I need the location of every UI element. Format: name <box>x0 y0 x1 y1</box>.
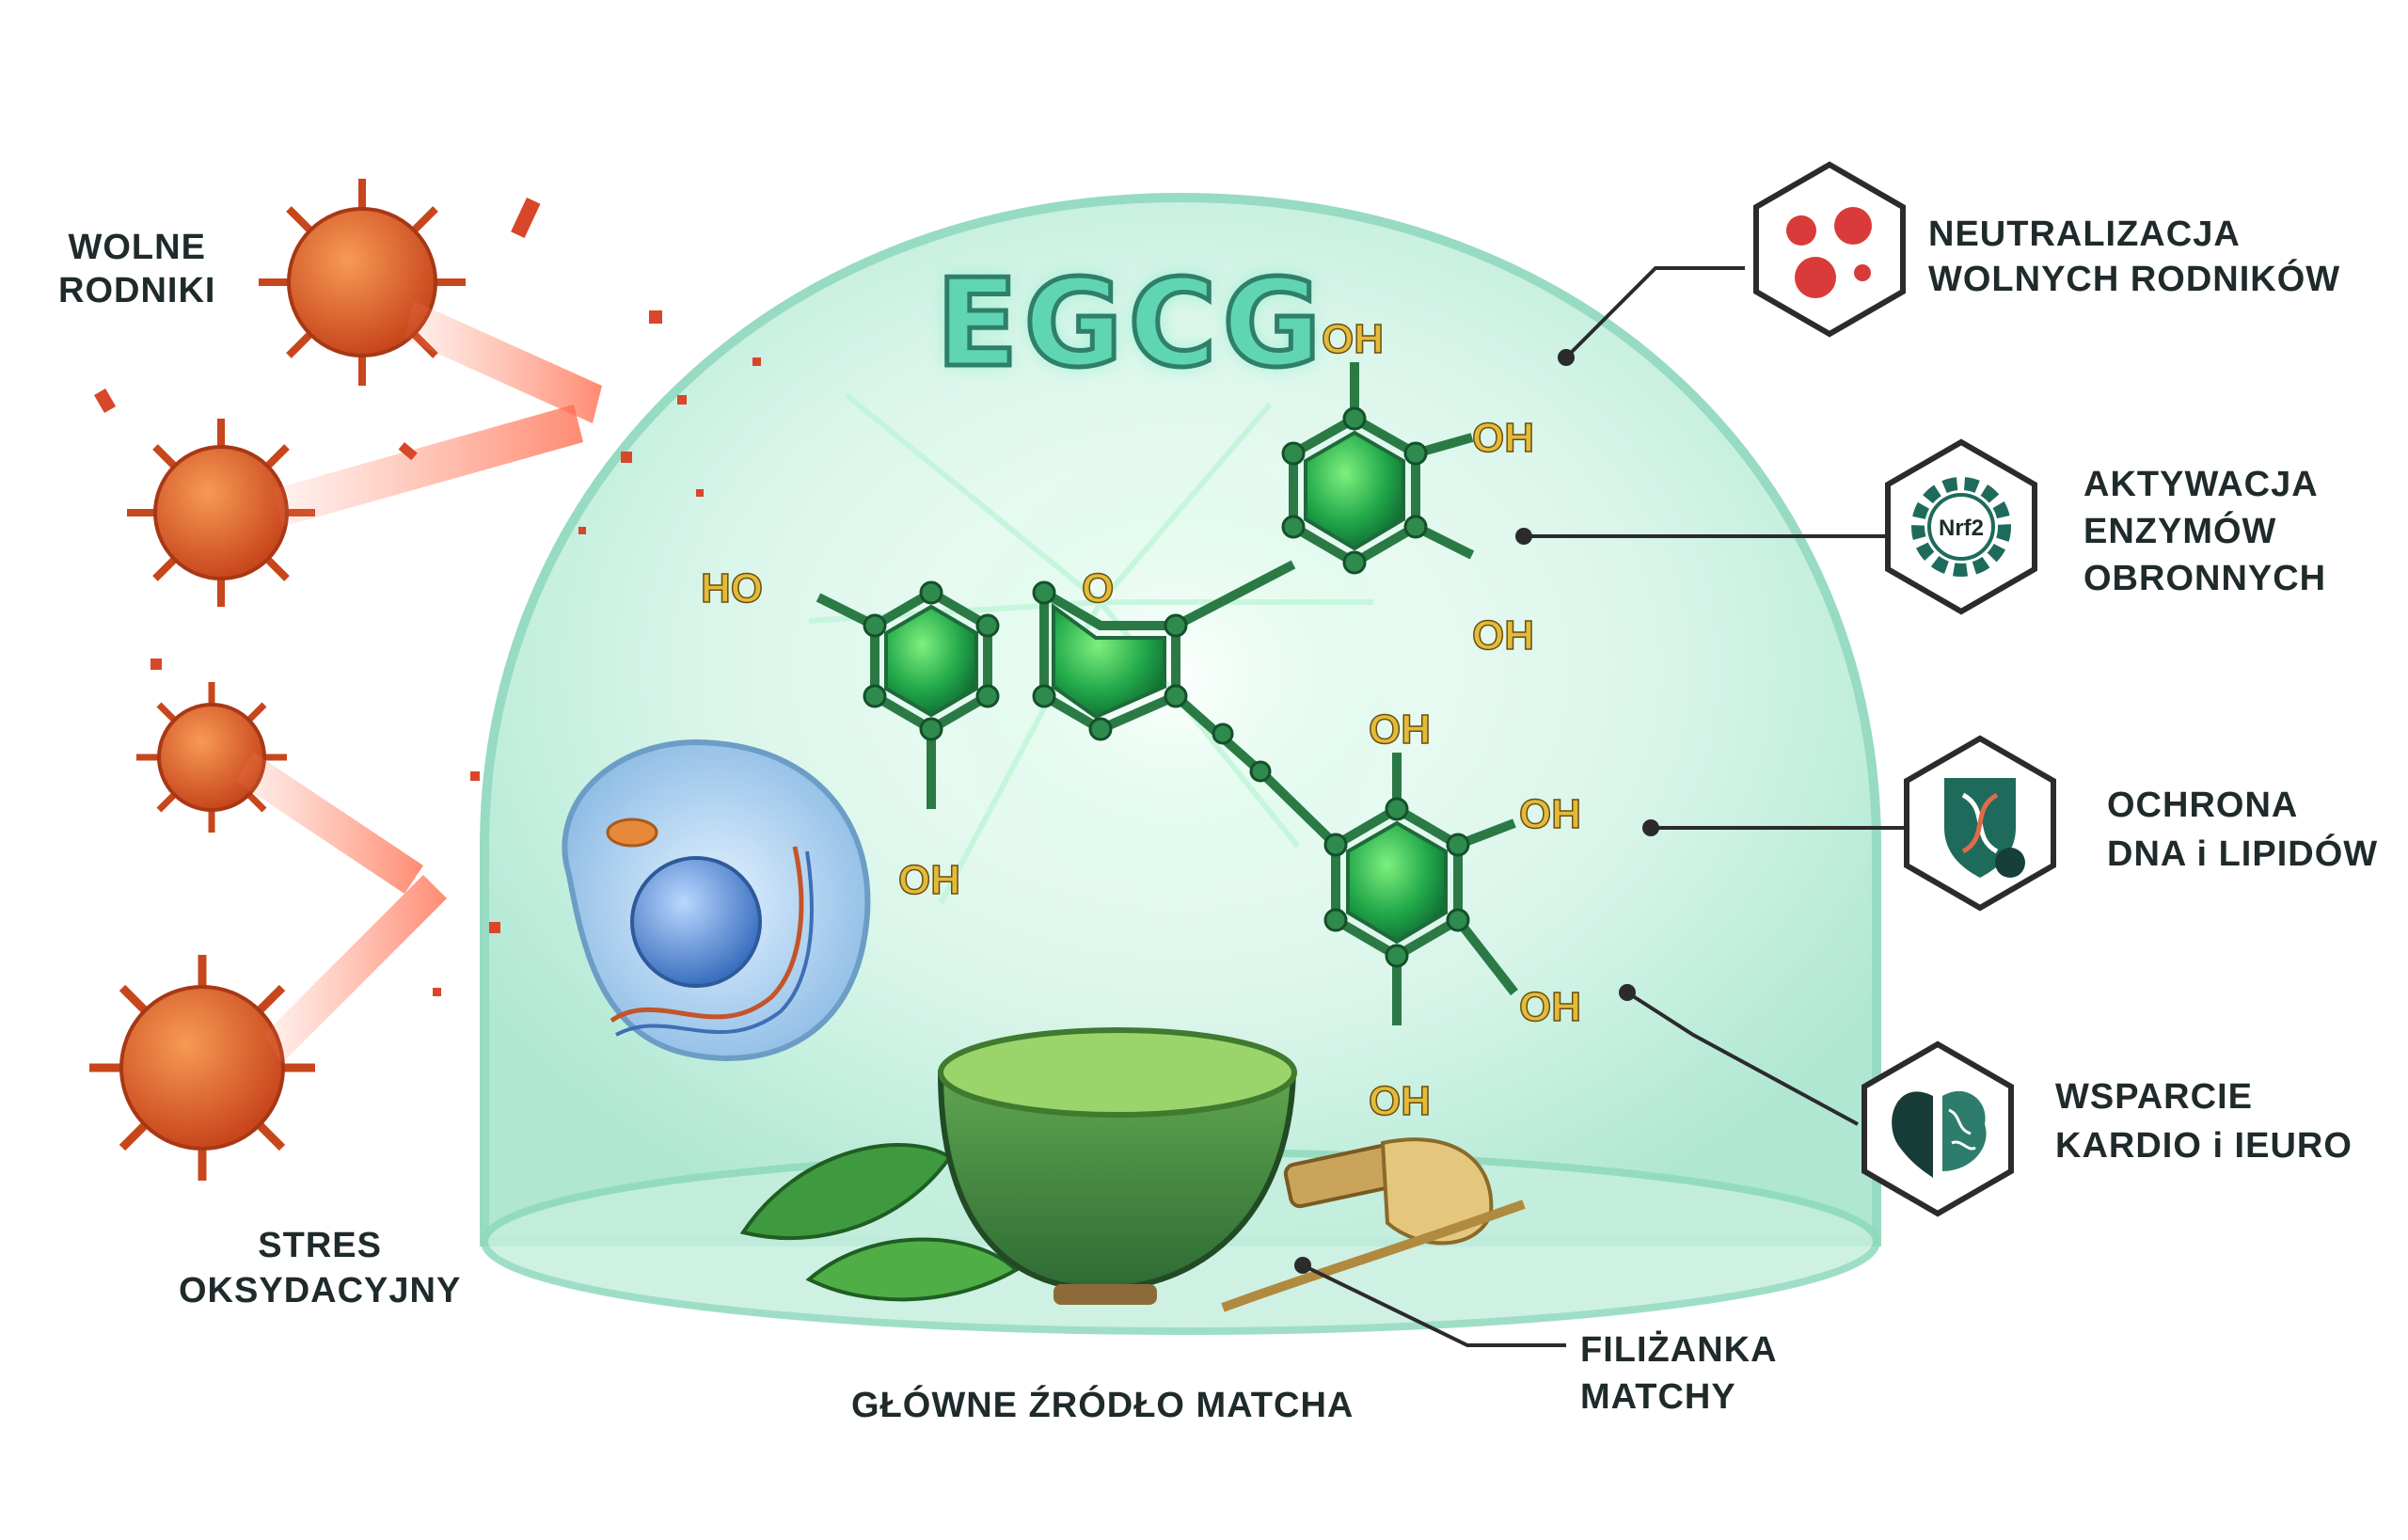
heart-brain-icon <box>1892 1090 1987 1178</box>
label-free-radicals: WOLNE RODNIKI <box>58 226 215 312</box>
ring-d <box>1346 820 1448 945</box>
dna-shield-icon <box>1944 778 2025 878</box>
ring-b <box>1304 430 1405 551</box>
label-oxidative-stress-line-1: STRES <box>258 1226 382 1265</box>
debris-particles <box>93 198 761 996</box>
dna-strand <box>610 846 804 1024</box>
oxidative-beams <box>235 301 602 1063</box>
mitochondrion <box>606 818 658 848</box>
label-free-radicals-line-2: RODNIKI <box>58 271 216 310</box>
nrf2-gear-icon: Nrf2 <box>1911 477 2011 577</box>
radical-1 <box>259 179 466 386</box>
cell-nucleus <box>630 856 762 988</box>
label-cardio-neuro-line-1: WSPARCIE <box>2055 1077 2253 1117</box>
radical-2 <box>127 419 315 607</box>
matcha-surface <box>938 1027 1297 1118</box>
radical-3 <box>136 682 287 833</box>
label-enzyme-activation: AKTYWACJA ENZYMÓW OBRONNYCH <box>2083 461 2326 602</box>
tea-leaf <box>805 1237 1020 1302</box>
connector-lines <box>1302 266 1914 1347</box>
label-dna-protection-line-2: DNA i LIPIDÓW <box>2107 834 2379 874</box>
label-free-radicals-line-1: WOLNE <box>68 228 206 267</box>
label-dna-protection-line-1: OCHRONA <box>2107 786 2299 825</box>
oh-label-d-top: OH <box>1369 706 1431 753</box>
oh-label-d-lower: OH <box>1519 984 1581 1030</box>
label-matcha-cup-line-2: MATCHY <box>1580 1377 1736 1417</box>
connector-dots <box>1294 349 1659 1274</box>
oh-label-b-bottom: OH <box>1472 612 1534 659</box>
oxygen-label: O <box>1082 565 1114 611</box>
oh-label-ring-a: OH <box>898 857 960 903</box>
ho-label-left: HO <box>701 565 763 611</box>
oh-label-d-bottom: OH <box>1369 1078 1431 1124</box>
benefit-icon-1 <box>1753 161 1906 338</box>
label-enzyme-activation-line-3: OBRONNYCH <box>2083 559 2327 598</box>
oh-label-d-right: OH <box>1519 791 1581 837</box>
label-cardio-neuro-line-2: KARDIO i IEURO <box>2055 1126 2353 1166</box>
benefit-icon-2: Nrf2 <box>1885 438 2037 615</box>
oh-label-b-top: OH <box>1322 316 1384 362</box>
label-oxidative-stress-line-2: OKSYDACYJNY <box>179 1271 462 1310</box>
label-cardio-neuro: WSPARCIE KARDIO i IEURO <box>2055 1072 2353 1170</box>
radicals-icon <box>1786 207 1872 298</box>
benefit-icon-4 <box>1861 1040 2014 1217</box>
label-enzyme-activation-line-2: ENZYMÓW <box>2083 512 2277 551</box>
title-egcg: EGCG <box>934 252 1327 397</box>
molecule-atoms <box>863 406 1470 968</box>
cell-illustration <box>562 739 871 1061</box>
label-matcha-cup: FILIŻANKA MATCHY <box>1580 1326 1778 1421</box>
ring-c <box>1052 603 1166 720</box>
nrf2-badge: Nrf2 <box>1939 516 1984 541</box>
label-main-source: GŁÓWNE ŹRÓDŁO MATCHA <box>851 1386 1354 1425</box>
label-dna-protection: OCHRONA DNA i LIPIDÓW <box>2107 781 2378 879</box>
label-neutralization: NEUTRALIZACJA WOLNYCH RODNIKÓW <box>1928 212 2340 302</box>
label-matcha-cup-line-1: FILIŻANKA <box>1580 1330 1778 1370</box>
oh-label-b-right: OH <box>1472 415 1534 461</box>
ring-a <box>884 604 978 718</box>
label-neutralization-line-1: NEUTRALIZACJA <box>1928 214 2241 254</box>
label-oxidative-stress: STRES OKSYDACYJNY <box>179 1223 461 1313</box>
bamboo-whisk <box>1221 1137 1526 1312</box>
molecule-rings <box>884 430 1448 945</box>
benefit-icon-3 <box>1904 735 2056 912</box>
label-neutralization-line-2: WOLNYCH RODNIKÓW <box>1928 260 2341 299</box>
radical-4 <box>89 955 315 1181</box>
label-enzyme-activation-line-1: AKTYWACJA <box>2083 465 2319 504</box>
matcha-cup-illustration <box>739 1027 1526 1312</box>
